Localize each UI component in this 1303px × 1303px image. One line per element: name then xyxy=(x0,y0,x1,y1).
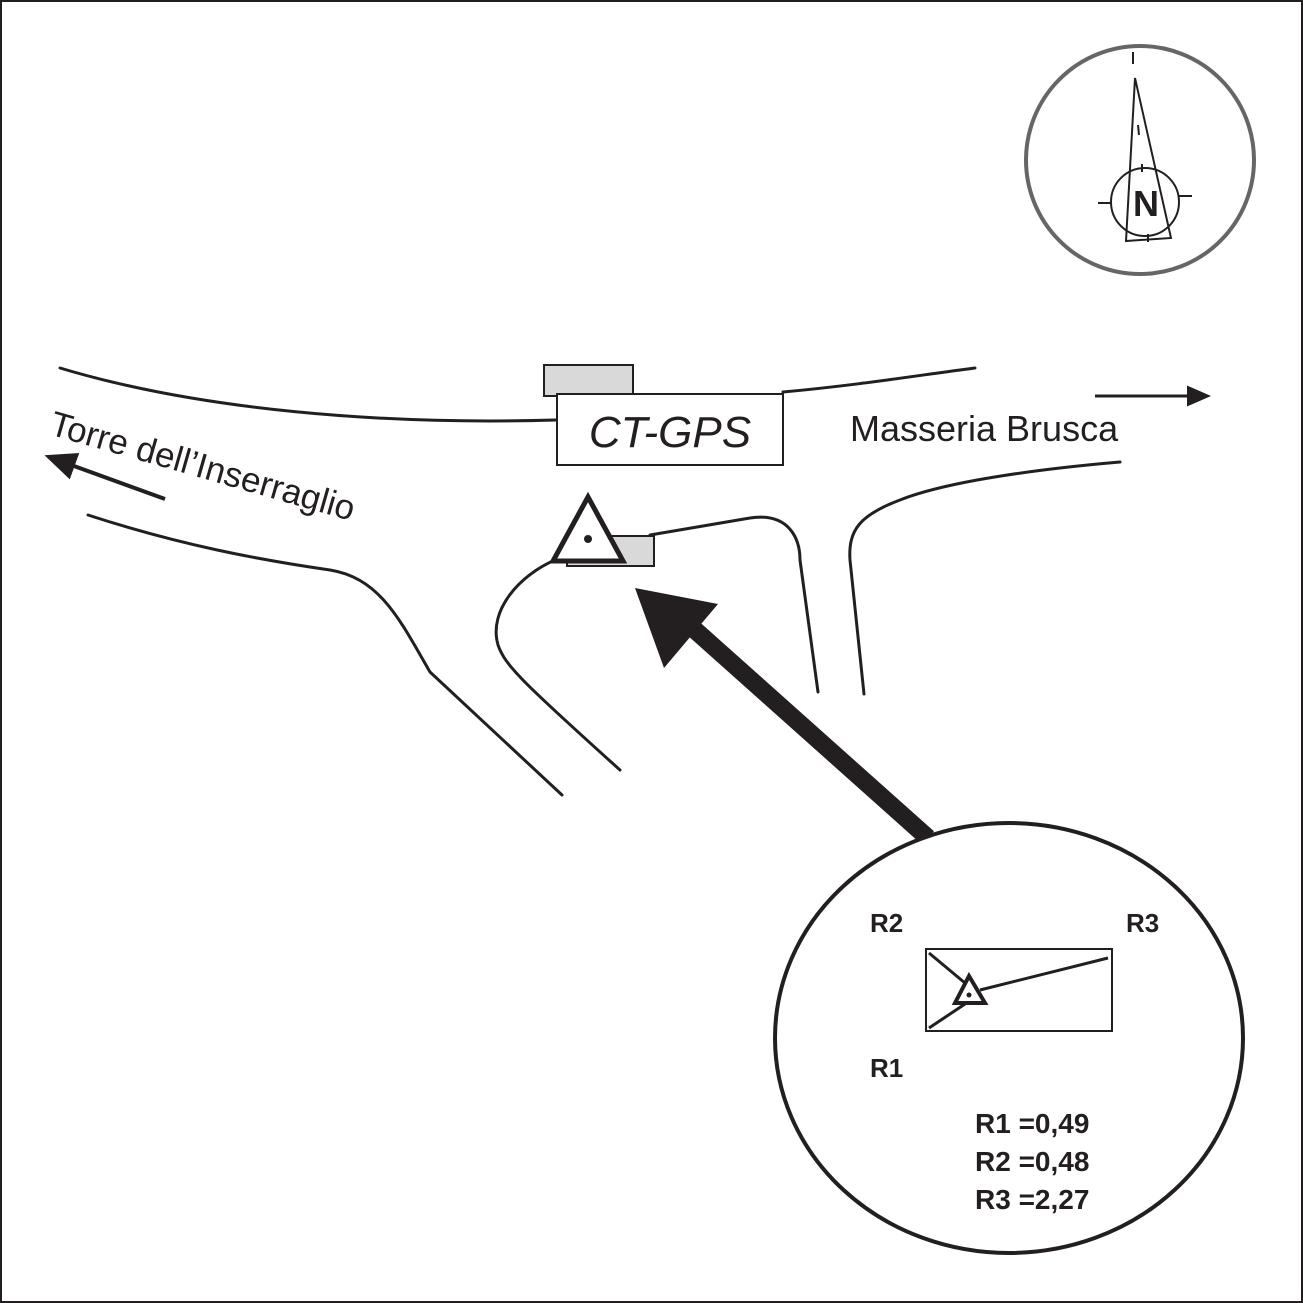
compass: N xyxy=(1024,44,1256,276)
road-inner-top xyxy=(648,515,820,694)
inset-line-r3 xyxy=(979,956,1109,992)
inset-label-r3: R3 xyxy=(1126,908,1159,938)
measurement-r2: R2 =0,48 xyxy=(975,1146,1089,1177)
road-north-edge xyxy=(58,366,977,423)
arrow-west-icon xyxy=(44,453,166,501)
inset-gps-station-icon xyxy=(951,971,989,1005)
station-label: CT-GPS xyxy=(589,408,751,457)
station-label-box xyxy=(556,393,784,466)
inset-circle xyxy=(773,821,1245,1255)
pointer-arrow-icon xyxy=(635,588,934,845)
road-west-south-edge xyxy=(86,513,564,797)
compass-north-label: N xyxy=(1133,183,1159,224)
destination-label-west: Torre dell’Inserraglio xyxy=(46,404,360,528)
inset-line-r1 xyxy=(928,1002,966,1030)
north-arrow-icon xyxy=(1098,52,1192,243)
compass-ring xyxy=(1024,44,1256,276)
inset-detail: R2 R3 R1 R1 =0,49 R2 =0,48 R3 =2,27 xyxy=(773,821,1245,1255)
measurement-r1: R1 =0,49 xyxy=(975,1108,1089,1139)
measurement-r3: R3 =2,27 xyxy=(975,1184,1089,1215)
inset-station-box xyxy=(925,948,1113,1032)
inset-label-r2: R2 xyxy=(870,908,903,938)
gps-station-icon xyxy=(548,491,628,564)
destination-label-east: Masseria Brusca xyxy=(850,408,1119,449)
inset-line-r2 xyxy=(928,951,966,985)
roads xyxy=(58,366,1122,797)
road-east-edge xyxy=(848,460,1122,696)
road-inner-loop xyxy=(494,558,622,772)
building-top xyxy=(543,364,634,397)
inset-label-r1: R1 xyxy=(870,1053,903,1083)
